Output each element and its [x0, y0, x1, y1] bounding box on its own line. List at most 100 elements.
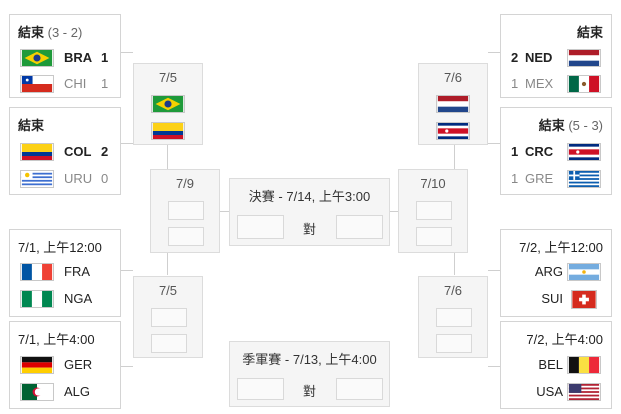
team-score: 1: [101, 76, 109, 91]
netherlands-flag-icon: [567, 49, 601, 67]
empty-team-slot: [336, 378, 383, 400]
team-row: ARG: [501, 262, 613, 282]
bracket-connector: [488, 52, 500, 53]
costa-rica-flag-icon: [567, 143, 601, 161]
match-time: 7/1, 上午12:00: [18, 240, 102, 255]
match-card-crc-gre[interactable]: 結束 (5 - 3) 1 CRC 1 GRE: [500, 107, 612, 195]
bracket-connector: [121, 366, 133, 367]
match-status: 結束: [18, 118, 45, 133]
empty-team-slot: [416, 201, 452, 220]
empty-team-slot: [237, 378, 284, 400]
team-name: GRE: [525, 171, 554, 186]
match-card-ned-mex[interactable]: 結束 2 NED 1 MEX: [500, 14, 612, 98]
costa-rica-flag-icon: [436, 122, 470, 140]
team-row: BRA 1: [10, 48, 122, 68]
match-time: 7/1, 上午4:00: [18, 332, 95, 347]
match-date: 7/6: [443, 70, 463, 85]
bracket-connector: [454, 253, 455, 275]
empty-team-slot: [436, 334, 472, 353]
match-card-bra-chi[interactable]: 結束 (3 - 2) BRA 1 CHI 1: [9, 14, 121, 98]
bracket-connector: [488, 270, 500, 271]
greece-flag-icon: [567, 170, 601, 188]
match-card-arg-sui[interactable]: 7/2, 上午12:00 ARG SUI: [500, 229, 612, 317]
mexico-flag-icon: [567, 75, 601, 93]
bracket-connector: [390, 211, 398, 212]
team-score: 1: [511, 76, 519, 91]
match-card-fra-nga[interactable]: 7/1, 上午12:00 FRA NGA: [9, 229, 121, 317]
team-name: ALG: [64, 384, 91, 399]
team-row: 1 GRE: [501, 169, 613, 189]
match-time: 7/2, 上午12:00: [519, 240, 603, 255]
third-place-card[interactable]: 季軍賽 - 7/13, 上午4:00 對: [229, 341, 390, 407]
team-name: URU: [64, 171, 93, 186]
empty-team-slot: [416, 227, 452, 246]
team-row: 1 CRC: [501, 142, 613, 162]
algeria-flag-icon: [20, 383, 54, 401]
team-row: NGA: [10, 289, 122, 309]
team-score: 2: [101, 144, 109, 159]
bracket-connector: [488, 366, 500, 367]
team-row: USA: [501, 382, 613, 402]
team-row: SUI: [501, 289, 613, 309]
team-row: BEL: [501, 355, 613, 375]
team-name: COL: [64, 144, 92, 159]
semifinal-card-7-9[interactable]: 7/9: [150, 169, 220, 253]
match-date: 7/6: [443, 283, 463, 298]
team-score: 1: [101, 50, 109, 65]
versus-label: 對: [302, 384, 316, 399]
team-name: CRC: [525, 144, 554, 159]
bracket-connector: [454, 144, 455, 169]
match-status: 結束 (3 - 2): [18, 25, 83, 40]
colombia-flag-icon: [151, 122, 185, 140]
third-place-title: 季軍賽 - 7/13, 上午4:00: [242, 352, 377, 367]
team-score: 2: [511, 50, 519, 65]
empty-team-slot: [336, 215, 383, 239]
quarterfinal-card-7-5[interactable]: 7/5: [133, 63, 203, 145]
argentina-flag-icon: [567, 263, 601, 281]
team-row: URU 0: [10, 169, 122, 189]
match-date: 7/10: [420, 176, 446, 191]
team-name: NGA: [64, 291, 93, 306]
uruguay-flag-icon: [20, 170, 54, 188]
team-name: SUI: [541, 291, 563, 306]
colombia-flag-icon: [20, 143, 54, 161]
semifinal-card-7-10[interactable]: 7/10: [398, 169, 468, 253]
netherlands-flag-icon: [436, 95, 470, 113]
final-card[interactable]: 決賽 - 7/14, 上午3:00 對: [229, 178, 390, 246]
match-time: 7/2, 上午4:00: [526, 332, 603, 347]
team-row: COL 2: [10, 142, 122, 162]
chile-flag-icon: [20, 75, 54, 93]
quarterfinal-card-7-6[interactable]: 7/6: [418, 276, 488, 358]
team-row: CHI 1: [10, 74, 122, 94]
brazil-flag-icon: [20, 49, 54, 67]
team-name: USA: [536, 384, 563, 399]
team-score: 1: [511, 144, 519, 159]
match-date: 7/5: [158, 283, 178, 298]
team-name: GER: [64, 357, 93, 372]
team-score: 1: [511, 171, 519, 186]
switzerland-flag-icon: [571, 290, 597, 309]
france-flag-icon: [20, 263, 54, 281]
empty-team-slot: [151, 334, 187, 353]
team-name: ARG: [534, 264, 563, 279]
team-name: BRA: [64, 50, 93, 65]
brazil-flag-icon: [151, 95, 185, 113]
match-card-col-uru[interactable]: 結束 COL 2 URU 0: [9, 107, 121, 195]
team-name: MEX: [525, 76, 554, 91]
quarterfinal-card-7-6[interactable]: 7/6: [418, 63, 488, 145]
team-row: 2 NED: [501, 48, 613, 68]
final-title: 決賽 - 7/14, 上午3:00: [248, 189, 371, 204]
match-status: 結束: [576, 25, 603, 40]
empty-team-slot: [151, 308, 187, 327]
bracket-connector: [121, 270, 133, 271]
team-row: 1 MEX: [501, 74, 613, 94]
team-name: FRA: [64, 264, 90, 279]
quarterfinal-card-7-5[interactable]: 7/5: [133, 276, 203, 358]
match-card-bel-usa[interactable]: 7/2, 上午4:00 BEL USA: [500, 321, 612, 409]
match-date: 7/9: [175, 176, 195, 191]
empty-team-slot: [168, 201, 204, 220]
team-score: 0: [101, 171, 109, 186]
empty-team-slot: [168, 227, 204, 246]
match-card-ger-alg[interactable]: 7/1, 上午4:00 GER ALG: [9, 321, 121, 409]
match-status: 結束 (5 - 3): [538, 118, 603, 133]
